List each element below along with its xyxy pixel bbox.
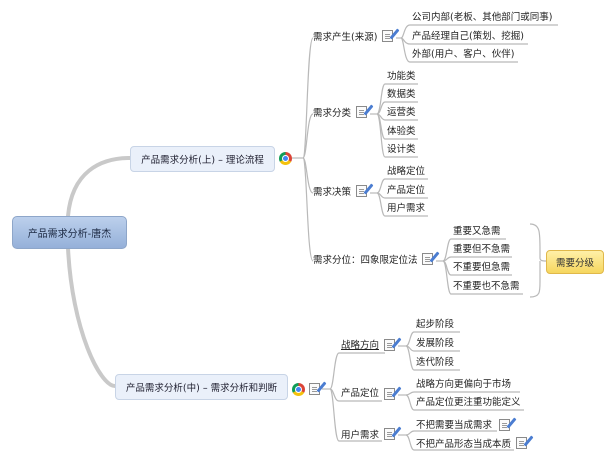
category-item[interactable]: 设计类 — [387, 144, 416, 155]
summary-tag-label: 需要分级 — [555, 258, 594, 269]
decision-item[interactable]: 产品定位 — [387, 185, 426, 196]
note-icon[interactable] — [309, 383, 320, 395]
topic-requirement-source[interactable]: 需求产生(来源) — [313, 32, 378, 43]
note-icon[interactable] — [516, 437, 527, 449]
category-item[interactable]: 体验类 — [387, 126, 416, 137]
category-item[interactable]: 功能类 — [387, 71, 416, 82]
quadrant-item[interactable]: 重要又急需 — [453, 226, 501, 237]
root-topic-label: 产品需求分析-唐杰 — [27, 229, 112, 240]
source-item[interactable]: 产品经理自己(策划、挖掘) — [412, 31, 524, 42]
note-icon[interactable] — [384, 388, 395, 400]
note-icon[interactable] — [499, 419, 510, 431]
quadrant-item[interactable]: 重要但不急需 — [453, 244, 511, 255]
note-icon[interactable] — [356, 185, 367, 197]
positioning-item[interactable]: 战略方向更偏向于市场 — [416, 379, 512, 390]
topic-analysis-part2-label: 产品需求分析(中) – 需求分析和判断 — [125, 383, 278, 394]
positioning-item[interactable]: 产品定位更注重功能定义 — [416, 397, 521, 408]
quadrant-item[interactable]: 不重要也不急需 — [453, 281, 520, 292]
category-item[interactable]: 数据类 — [387, 89, 416, 100]
topic-analysis-part1[interactable]: 产品需求分析(上) – 理论流程 — [130, 146, 275, 172]
user-need-item[interactable]: 不把需要当成需求 — [416, 420, 493, 431]
topic-requirement-decision[interactable]: 需求决策 — [313, 187, 352, 198]
topic-user-needs[interactable]: 用户需求 — [341, 430, 380, 441]
topic-requirement-category[interactable]: 需求分类 — [313, 108, 352, 119]
topic-analysis-part1-label: 产品需求分析(上) – 理论流程 — [141, 155, 264, 166]
note-icon[interactable] — [422, 253, 433, 265]
note-icon[interactable] — [382, 30, 393, 42]
topic-quadrant-method[interactable]: 需求分位：四象限定位法 — [313, 255, 418, 266]
source-item[interactable]: 外部(用户、客户、伙伴) — [412, 49, 515, 60]
stage-item[interactable]: 起步阶段 — [416, 319, 455, 330]
user-need-item[interactable]: 不把产品形态当成本质 — [416, 439, 512, 450]
stage-item[interactable]: 发展阶段 — [416, 338, 455, 349]
stage-item[interactable]: 迭代阶段 — [416, 357, 455, 368]
category-item[interactable]: 运营类 — [387, 107, 416, 118]
note-icon[interactable] — [384, 428, 395, 440]
root-topic[interactable]: 产品需求分析-唐杰 — [12, 216, 127, 249]
source-item[interactable]: 公司内部(老板、其他部门或同事) — [412, 12, 553, 23]
topic-product-positioning[interactable]: 产品定位 — [341, 388, 380, 399]
decision-item[interactable]: 战略定位 — [387, 166, 426, 177]
note-icon[interactable] — [384, 339, 395, 351]
topic-strategic-direction[interactable]: 战略方向 — [341, 340, 380, 351]
chrome-icon[interactable] — [292, 383, 305, 396]
chrome-icon[interactable] — [279, 152, 292, 165]
note-icon[interactable] — [356, 106, 367, 118]
quadrant-item[interactable]: 不重要但急需 — [453, 262, 511, 273]
decision-item[interactable]: 用户需求 — [387, 203, 426, 214]
summary-tag[interactable]: 需要分级 — [546, 250, 604, 274]
topic-analysis-part2[interactable]: 产品需求分析(中) – 需求分析和判断 — [115, 374, 288, 400]
